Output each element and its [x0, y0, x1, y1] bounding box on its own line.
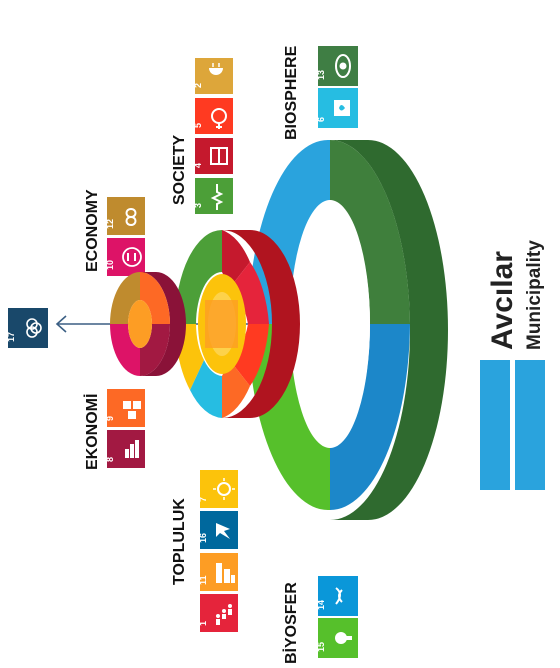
label-society: SOCIETY: [171, 134, 188, 205]
label-biosphere: BIOSPHERE: [283, 45, 300, 140]
goal-tile-7: 7: [198, 470, 238, 508]
svg-text:16: 16: [198, 533, 208, 543]
svg-text:9: 9: [105, 416, 115, 421]
buildings-icon: [216, 563, 235, 583]
goal-tile-3: 3: [193, 178, 233, 214]
economy-goal-tiles: 12 10: [105, 197, 145, 276]
dove-icon: [216, 523, 230, 539]
fish-icon: [335, 587, 343, 605]
goal-tile-9: 9: [105, 389, 145, 427]
water-drop-icon: [334, 100, 350, 116]
heartbeat-icon: [210, 184, 224, 210]
svg-text:5: 5: [193, 123, 203, 128]
society-goal-tiles: 2 5 4 3: [193, 58, 233, 214]
ekonomi-goal-tiles: 9 8: [105, 389, 145, 468]
svg-text:15: 15: [316, 642, 326, 652]
svg-text:12: 12: [105, 219, 115, 229]
gender-icon: [211, 108, 227, 129]
family-icon: [216, 604, 232, 625]
goal-tile-16: 16: [198, 511, 238, 549]
rings-icon: [26, 318, 42, 338]
goal-tile-2: 2: [193, 58, 233, 94]
infinity-icon: [125, 208, 137, 227]
bowl-icon: [209, 63, 223, 75]
svg-text:8: 8: [105, 457, 115, 462]
logo-subtitle: Municipality: [524, 240, 545, 350]
goal-tile-17: 17: [6, 308, 48, 348]
svg-text:13: 13: [316, 70, 326, 80]
tree-icon: [335, 632, 352, 644]
goal-tile-5: 5: [193, 98, 233, 134]
label-ekonomi: EKONOMİ: [83, 394, 101, 470]
equal-icon: [122, 247, 142, 267]
logo-name: Avcılar: [486, 251, 519, 350]
goal-tile-15: 15: [316, 618, 358, 658]
avcilar-municipality-logo: Avcılar Municipality: [480, 240, 545, 490]
goal-tile-10: 10: [105, 238, 145, 276]
svg-text:2: 2: [193, 83, 203, 88]
svg-text:3: 3: [193, 203, 203, 208]
economy-ring: [110, 272, 186, 376]
sun-icon: [213, 478, 235, 500]
svg-text:14: 14: [316, 600, 326, 610]
label-topluluk: TOPLULUK: [171, 498, 188, 585]
goal-tile-12: 12: [105, 197, 145, 235]
svg-text:17: 17: [6, 332, 16, 342]
biyosfer-goal-tiles: 14 15: [316, 576, 358, 658]
book-icon: [210, 147, 228, 165]
label-biyosfer: BİYOSFER: [282, 582, 300, 664]
svg-text:10: 10: [105, 260, 115, 270]
growth-chart-icon: [125, 440, 139, 458]
label-economy: ECONOMY: [84, 189, 101, 272]
biosphere-goal-tiles: 13 6: [316, 46, 358, 128]
goal-tile-14: 14: [316, 576, 358, 616]
society-ring: [175, 230, 300, 418]
eye-globe-icon: [335, 54, 351, 78]
svg-text:1: 1: [198, 621, 208, 626]
topluluk-goal-tiles: 7 16 11 1: [198, 470, 238, 632]
svg-text:7: 7: [198, 497, 208, 502]
svg-text:4: 4: [193, 163, 203, 168]
goal-tile-1: 1: [198, 594, 238, 632]
goal-tile-13: 13: [316, 46, 358, 86]
goal-tile-6: 6: [316, 88, 358, 128]
svg-text:11: 11: [198, 575, 208, 585]
goal-tile-11: 11: [198, 553, 238, 591]
goal-tile-4: 4: [193, 138, 233, 174]
cubes-icon: [123, 401, 141, 419]
goal-tile-8: 8: [105, 430, 145, 468]
svg-text:6: 6: [316, 117, 326, 122]
